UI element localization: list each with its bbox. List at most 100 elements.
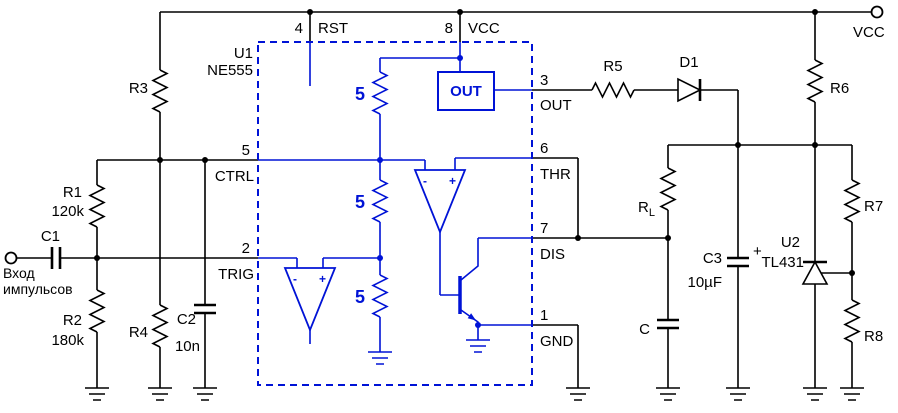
junction-dot	[457, 55, 463, 61]
pin-5-number: 5	[242, 142, 250, 159]
junction-dot	[665, 235, 671, 241]
pin-1-number: 1	[540, 307, 548, 324]
input-terminal-circle	[4, 251, 18, 265]
capacitor-c1-plates	[50, 247, 62, 269]
junction-dot	[812, 9, 818, 15]
resistor-r5-label: R5	[603, 58, 622, 75]
pin-3-name: OUT	[540, 97, 572, 114]
pin-1-name: GND	[540, 333, 574, 350]
resistor-r5: R5	[591, 58, 635, 99]
pin-7-number: 7	[540, 220, 548, 237]
resistor-r8-symbol	[843, 299, 861, 343]
junction-dot	[157, 157, 163, 163]
capacitor-c2: C2 10n	[175, 303, 216, 355]
junction-dot	[307, 9, 313, 15]
transistor-emitter-arrow	[467, 313, 476, 321]
ic-ref-label: U1	[234, 45, 253, 62]
ic-u1-ne555: U1 NE555 5 5 5 OUT - + - +	[207, 20, 574, 386]
pin-2-name: TRIG	[218, 266, 254, 283]
comparator-trig-plus: +	[319, 272, 326, 286]
pin-6-name: THR	[540, 166, 571, 183]
resistor-r1-value: 120k	[51, 203, 84, 220]
pin-5-name: CTRL	[215, 168, 254, 185]
comparator-thr-triangle	[413, 169, 467, 235]
divider-resistor-mid	[371, 179, 389, 223]
junction-dot	[849, 270, 855, 276]
internal-discharge-transistor	[458, 276, 476, 321]
resistor-r1: R1 120k	[51, 184, 106, 228]
capacitor-c2-plates	[194, 303, 216, 315]
resistor-r7-symbol	[843, 179, 861, 223]
capacitor-c1: C1	[41, 228, 62, 269]
resistor-r4-label: R4	[129, 324, 148, 341]
internal-out-block: OUT	[437, 71, 495, 111]
resistor-r1-label: R1	[63, 184, 82, 201]
comparator-trig-triangle	[283, 267, 337, 333]
out-block-box	[437, 71, 495, 111]
vcc-terminal-circle	[870, 5, 884, 19]
shunt-regulator-u2: U2 TL431	[761, 234, 829, 285]
capacitor-c3-polarity: +	[753, 243, 762, 260]
capacitor-c3-value: 10µF	[688, 274, 723, 291]
capacitor-c2-label: C2	[177, 311, 196, 328]
pulse-input-terminal: Вход импульсов	[3, 251, 73, 297]
resistor-r6-label: R6	[830, 80, 849, 97]
resistor-rl-label: RL	[638, 199, 655, 219]
divider-top-value: 5	[355, 84, 365, 104]
external-wires	[17, 9, 871, 401]
ic-boundary-box	[257, 41, 533, 386]
junction-dot	[377, 255, 383, 261]
capacitor-c-label: C	[639, 321, 650, 338]
junction-dot	[202, 157, 208, 163]
internal-wires	[258, 42, 532, 352]
resistor-r8: R8	[843, 299, 883, 345]
capacitor-c-plates	[657, 318, 679, 330]
diode-d1: D1	[677, 54, 702, 103]
comparator-trig-minus: -	[293, 272, 297, 286]
junction-dot	[735, 142, 741, 148]
pin-7-name: DIS	[540, 246, 565, 263]
pin-3-number: 3	[540, 72, 548, 89]
resistor-rl: RL	[638, 167, 677, 219]
junction-dot	[575, 235, 581, 241]
internal-comparator-thr: - +	[413, 169, 467, 235]
resistor-r7: R7	[843, 179, 883, 223]
capacitor-c3-label: C3	[703, 250, 722, 267]
resistor-rl-label-sub: L	[649, 207, 655, 219]
capacitor-c1-label: C1	[41, 228, 60, 245]
pin-labels: 4 RST 8 VCC 3 OUT 5 CTRL 2 TRIG 6 THR 7 …	[215, 20, 574, 350]
wire-segments	[17, 11, 871, 388]
u2-triangle	[801, 260, 829, 285]
out-block-label: OUT	[450, 83, 482, 100]
divider-resistor-bot	[371, 274, 389, 318]
ground-symbols	[85, 387, 864, 401]
divider-mid-value: 5	[355, 192, 365, 212]
pin-4-number: 4	[295, 20, 303, 37]
junction-dot	[94, 255, 100, 261]
pin-8-name: VCC	[468, 20, 500, 37]
junction-dot	[812, 142, 818, 148]
capacitor-c3-plates	[727, 256, 749, 268]
resistor-r6: R6	[806, 59, 849, 103]
junction-dots	[94, 9, 855, 276]
pin-2-number: 2	[242, 240, 250, 257]
resistor-r4: R4	[129, 304, 169, 348]
resistor-rl-label-main: R	[638, 199, 649, 216]
resistor-r4-symbol	[151, 304, 169, 348]
capacitor-c: C	[639, 318, 679, 338]
resistor-r2: R2 180k	[51, 289, 106, 349]
u2-label: U2	[781, 234, 800, 251]
divider-bot-value: 5	[355, 287, 365, 307]
internal-divider: 5 5 5	[355, 71, 389, 318]
junction-dot	[475, 322, 481, 328]
resistor-r5-symbol	[591, 81, 635, 99]
resistor-r2-symbol	[88, 289, 106, 333]
internal-ground-symbols	[368, 339, 490, 365]
capacitor-c2-value: 10n	[175, 338, 200, 355]
comparator-thr-plus: +	[449, 174, 456, 188]
resistor-r7-label: R7	[864, 198, 883, 215]
pin-4-name: RST	[318, 20, 348, 37]
resistor-r3-symbol	[151, 69, 169, 113]
